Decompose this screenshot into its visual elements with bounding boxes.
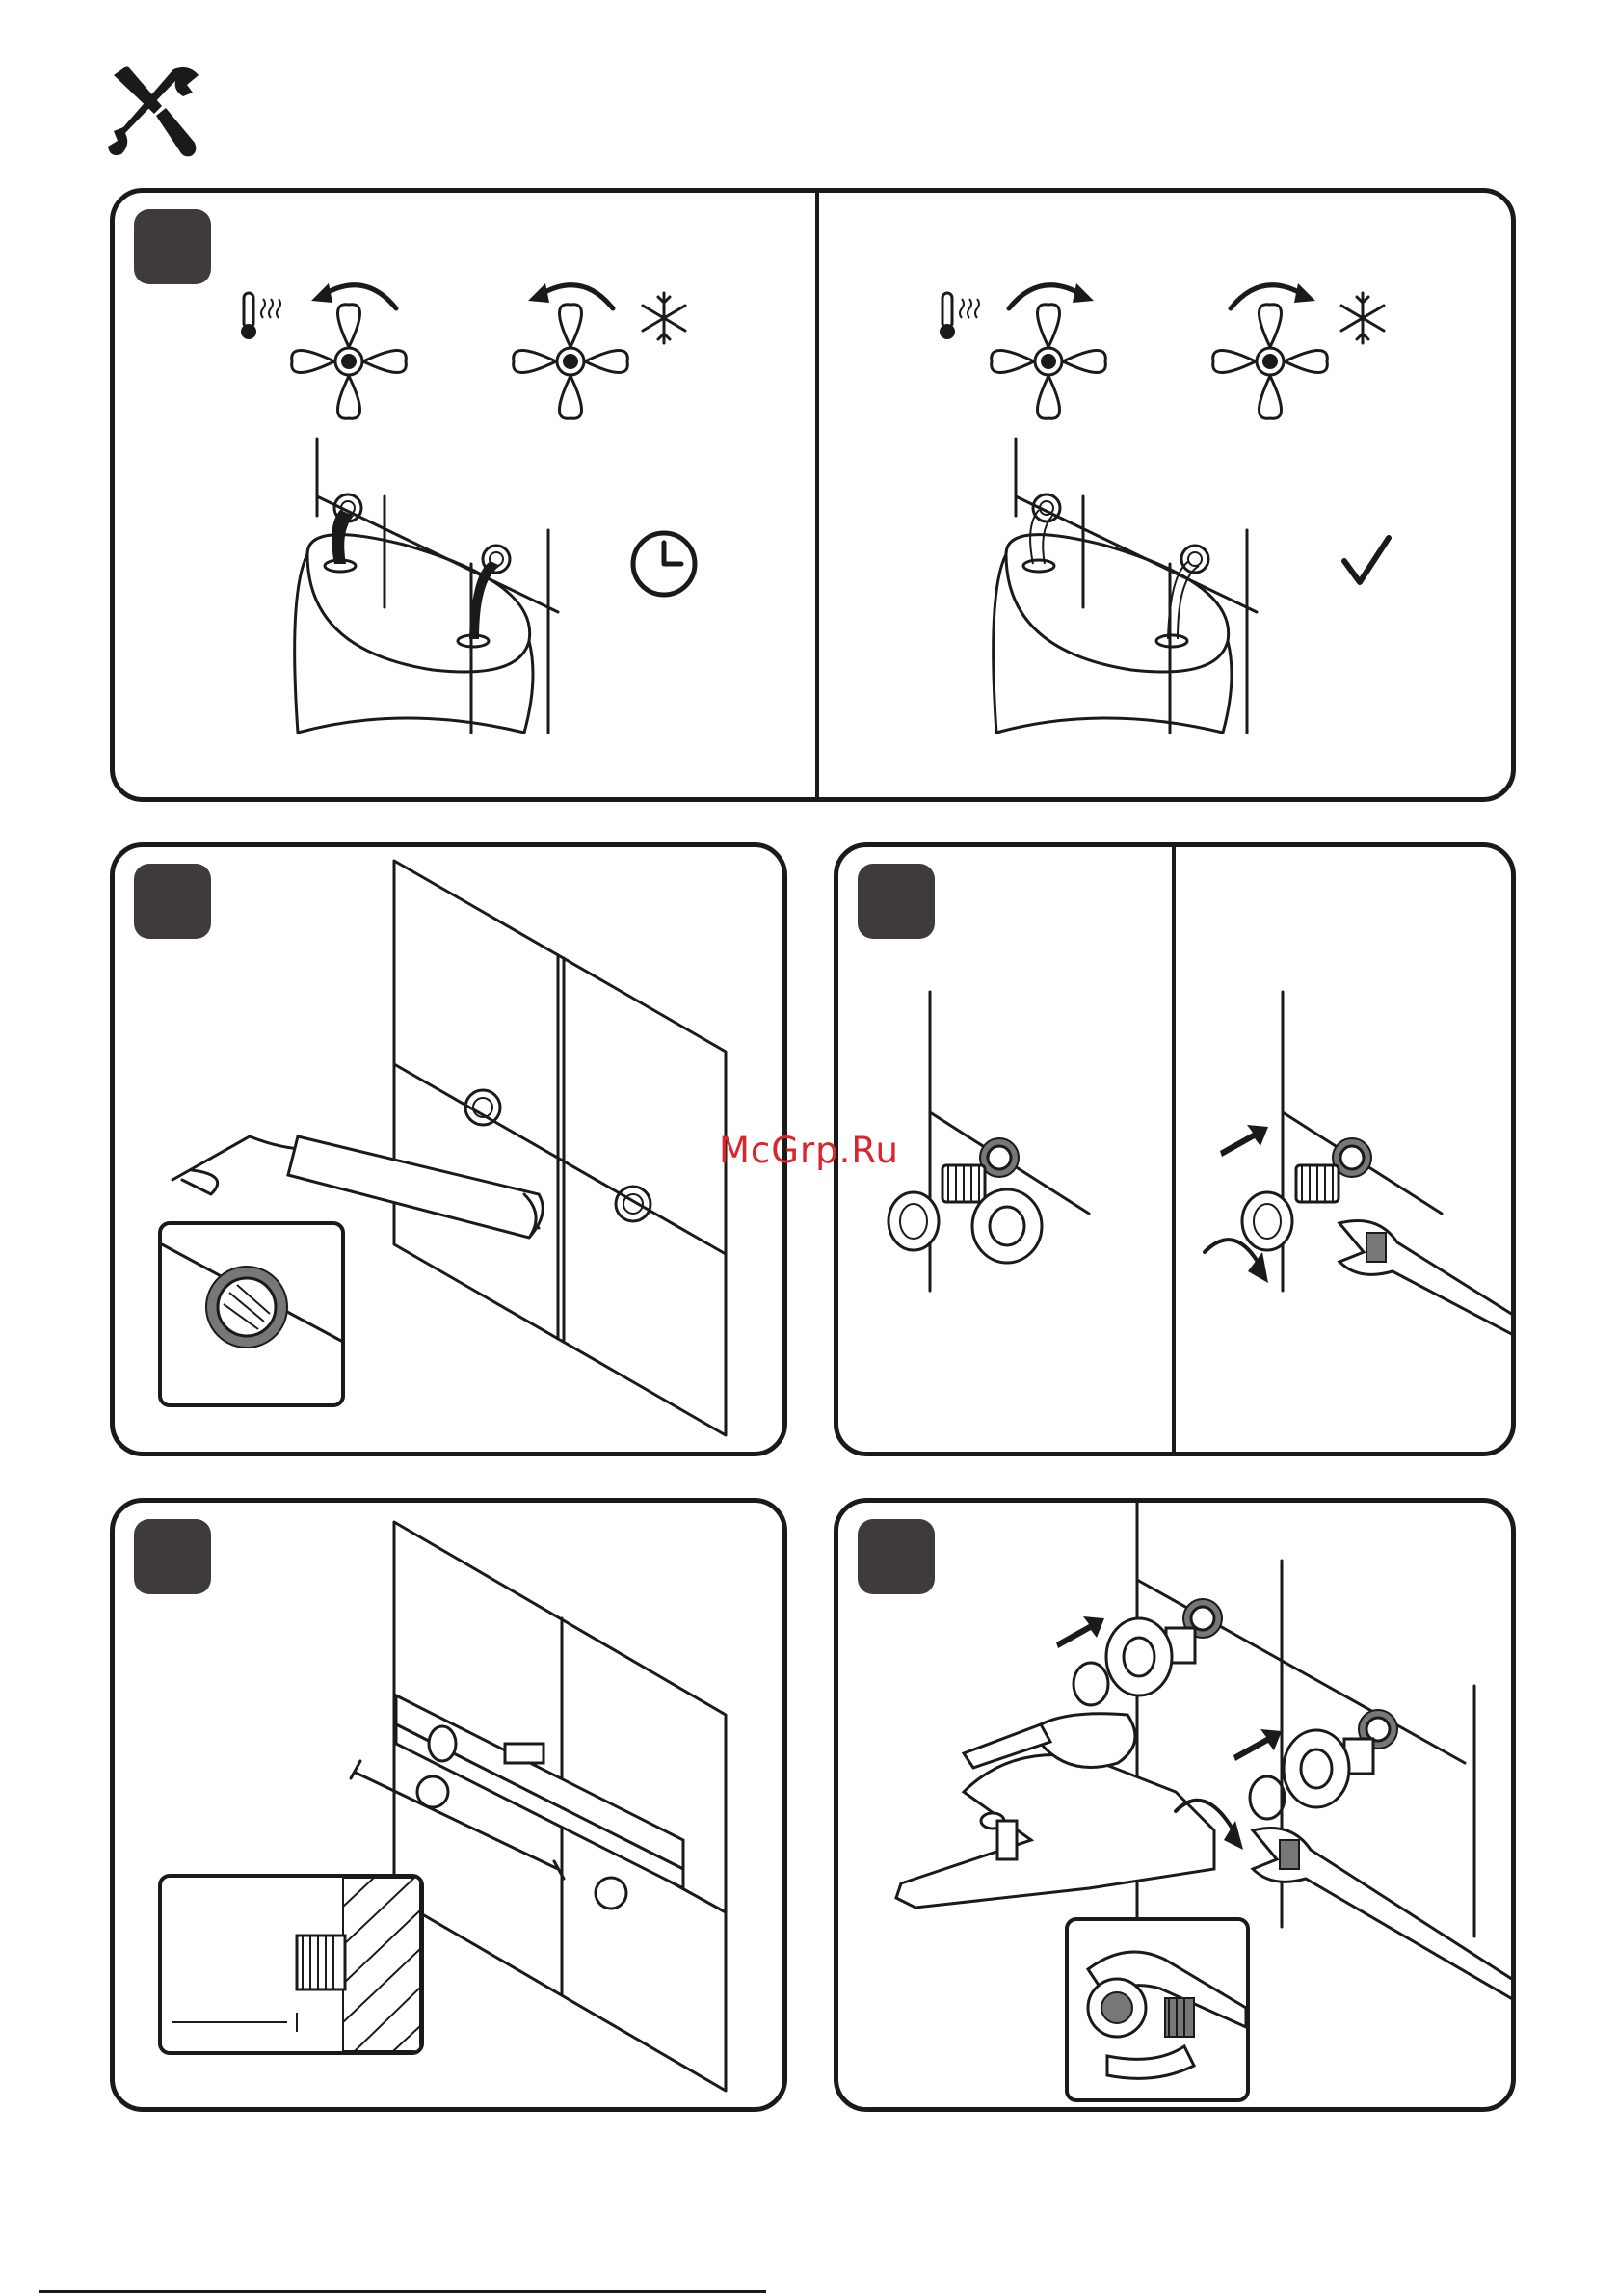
- handle-icon: [288, 301, 410, 422]
- tools-icon: [106, 64, 202, 160]
- handle-icon: [510, 301, 631, 422]
- hot-water-icon: [937, 289, 985, 347]
- thread-seal-detail: [162, 1225, 341, 1403]
- step-5-panel: [834, 1498, 1516, 2112]
- handle-icon: [1209, 301, 1331, 422]
- step-1-divider: [815, 193, 819, 797]
- clock-icon: [625, 525, 703, 602]
- detail-inset: [158, 1874, 424, 2055]
- wall-section-detail: [162, 1878, 420, 2051]
- detail-inset: [1065, 1917, 1250, 2102]
- cold-water-icon: [635, 289, 693, 347]
- eccentric-fitting: [838, 847, 1516, 1456]
- step-1-panel: [110, 188, 1516, 802]
- watermark: McGrp.Ru: [719, 1130, 899, 1171]
- cold-water-icon: [1334, 289, 1392, 347]
- detail-inset: [158, 1221, 345, 1407]
- step-2-panel: [110, 842, 787, 1456]
- step-3-panel: [834, 842, 1516, 1456]
- step-1-badge: [134, 209, 211, 284]
- footer-rule: [39, 2290, 766, 2293]
- hot-water-icon: [238, 289, 286, 347]
- handle-icon: [988, 301, 1109, 422]
- checkmark-icon: [1339, 532, 1396, 590]
- basin-illustration: [987, 439, 1392, 747]
- wrench-detail: [1069, 1921, 1246, 2098]
- step-4-panel: [110, 1498, 787, 2112]
